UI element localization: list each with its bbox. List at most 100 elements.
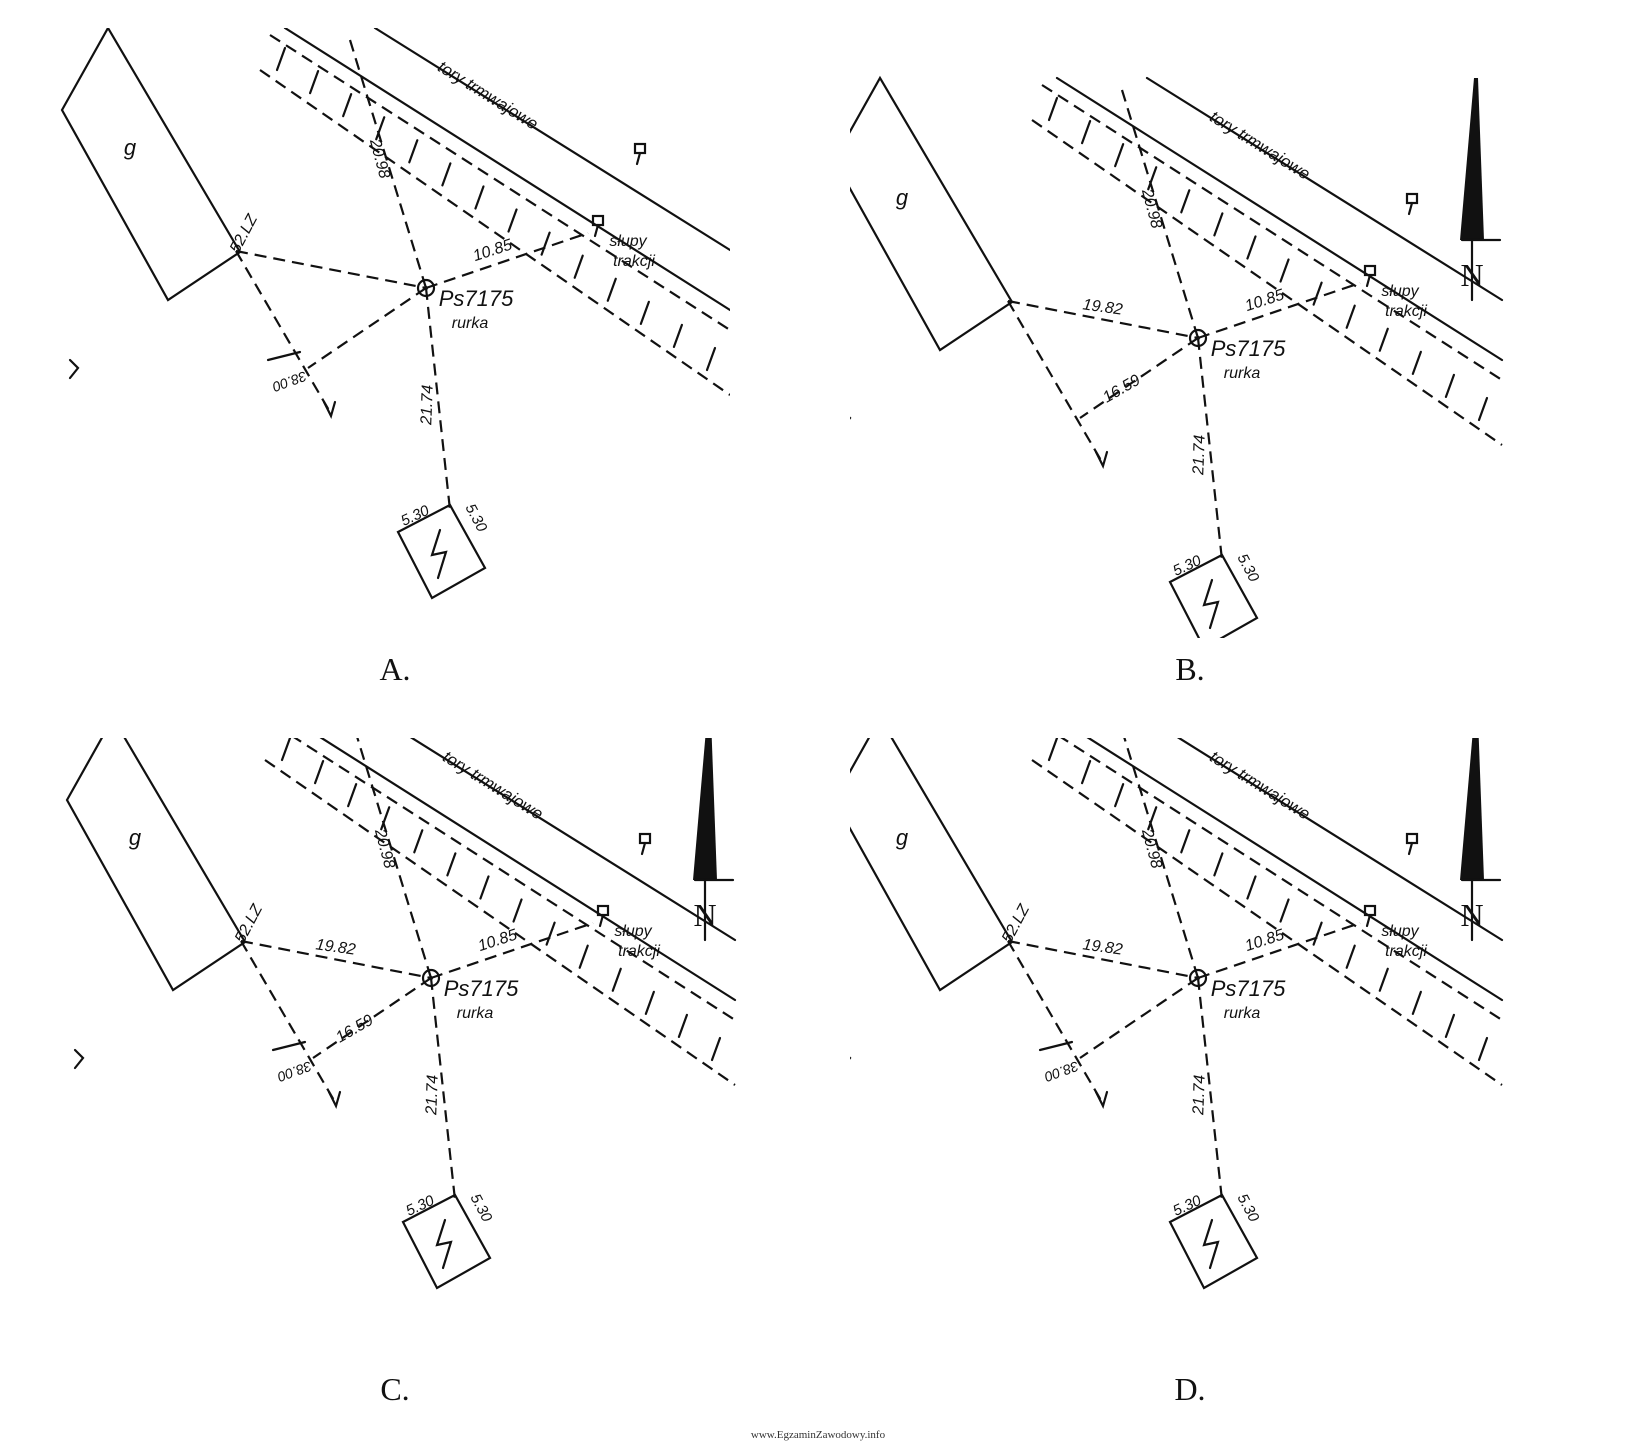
road-tick [578,944,589,969]
distance-north: 20.98 [366,136,393,180]
road-tick [1411,990,1422,1015]
distance-southwest: 16.59 [333,1012,376,1047]
arrow-head [1094,450,1109,470]
square-side-a: 5.30 [1170,552,1204,580]
corner-bar [271,1040,307,1052]
tie-west [240,939,432,980]
road-tick [1147,806,1158,831]
control-point-center [424,286,428,290]
poles-label-2: trakcji [1385,303,1427,320]
transformer-box [396,503,487,600]
arrow-head [1094,1090,1109,1110]
road-edge-dashed [269,34,730,331]
road-tick [611,967,622,992]
road-tick [375,116,386,141]
distance-north: 20.98 [371,826,398,870]
tie-southwest [312,977,432,1059]
building-outline [850,75,1014,352]
poles-label-2: trakcji [613,253,655,270]
road-edge-dashed [264,759,736,1086]
tram-track-line [1086,738,1504,1002]
poles-label-1: słupy [1381,923,1419,940]
road-tick [1246,235,1257,260]
road-tick [512,898,523,923]
square-side-a: 5.30 [1170,1192,1204,1220]
road-tick [1279,898,1290,923]
road-tick [280,738,292,762]
tie-north [1123,738,1200,979]
control-point-symbol [1188,968,1208,988]
lightning-icon [435,1218,453,1270]
distance-south: 21.74 [418,384,436,426]
tie-west [1007,939,1199,980]
tram-track-line [373,28,730,252]
road-tick [677,1013,689,1039]
pole-icon-stem [598,913,605,928]
transformer-box [401,1193,492,1290]
poles-label-1: słupy [609,233,647,250]
road-tick [446,852,457,877]
road-tick [705,346,717,372]
road-tick [275,46,287,72]
tie-north [348,39,428,289]
tram-track-line [1055,76,1504,362]
point-label: Ps7175 [1211,976,1286,1001]
control-point-center [1196,336,1200,340]
tie-east [430,921,594,980]
edge-mark [850,416,852,420]
pole-icon-stem [1365,273,1372,288]
corner-bar [1038,1040,1074,1052]
arrow-head [327,1090,342,1110]
top-mark: 0.0 [828,712,851,737]
tie-west [1007,299,1199,340]
option-letter-d: D. [1174,1371,1205,1407]
point-label: Ps7175 [1211,336,1286,361]
road-tick [1080,759,1092,785]
control-point-symbol [416,278,436,298]
poles-label-1: słupy [614,923,652,940]
distance-west: 19.82 [1082,296,1124,318]
lightning-icon [430,528,448,580]
north-arrow-icon [1460,78,1484,240]
road-tick [1312,921,1323,946]
square-side-b: 5.30 [467,1191,496,1225]
square-side-b: 5.30 [1234,1191,1263,1225]
north-arrow-icon [693,738,717,880]
corner-mark-lower: 38.00 [275,1058,314,1085]
tracks-label: tory trmwajowe [439,747,546,824]
road-edge-dashed [259,69,730,396]
road-tick [1312,281,1323,306]
road-tick [1180,829,1191,854]
distance-west: 19.82 [315,936,357,958]
tie-diagonal [240,940,336,1103]
road-tick [1378,327,1389,352]
tie-east [425,231,589,290]
road-tick [1477,1036,1489,1062]
edge-mark [850,1056,852,1060]
road-tick [479,875,490,900]
building-label: g [124,135,137,160]
road-tick [1345,304,1356,329]
tie-diagonal [1007,300,1103,463]
point-type-label: rurka [1224,1005,1261,1022]
tie-north [1120,89,1200,339]
road-edge-dashed [1060,738,1503,1021]
option-letter-c: C. [380,1371,409,1407]
road-tick [1477,396,1489,422]
road-tick [1213,212,1224,237]
pole-icon-stem [1365,913,1372,928]
building-outline [65,738,247,992]
pole-icon [1405,832,1419,845]
road-tick [441,162,452,187]
corner-mark-lower: 38.00 [1042,1058,1081,1085]
distance-southwest: 16.59 [1100,372,1143,407]
road-tick [308,69,320,95]
road-tick [1279,258,1290,283]
arrow-head [322,400,337,420]
distance-south: 21.74 [423,1074,441,1116]
